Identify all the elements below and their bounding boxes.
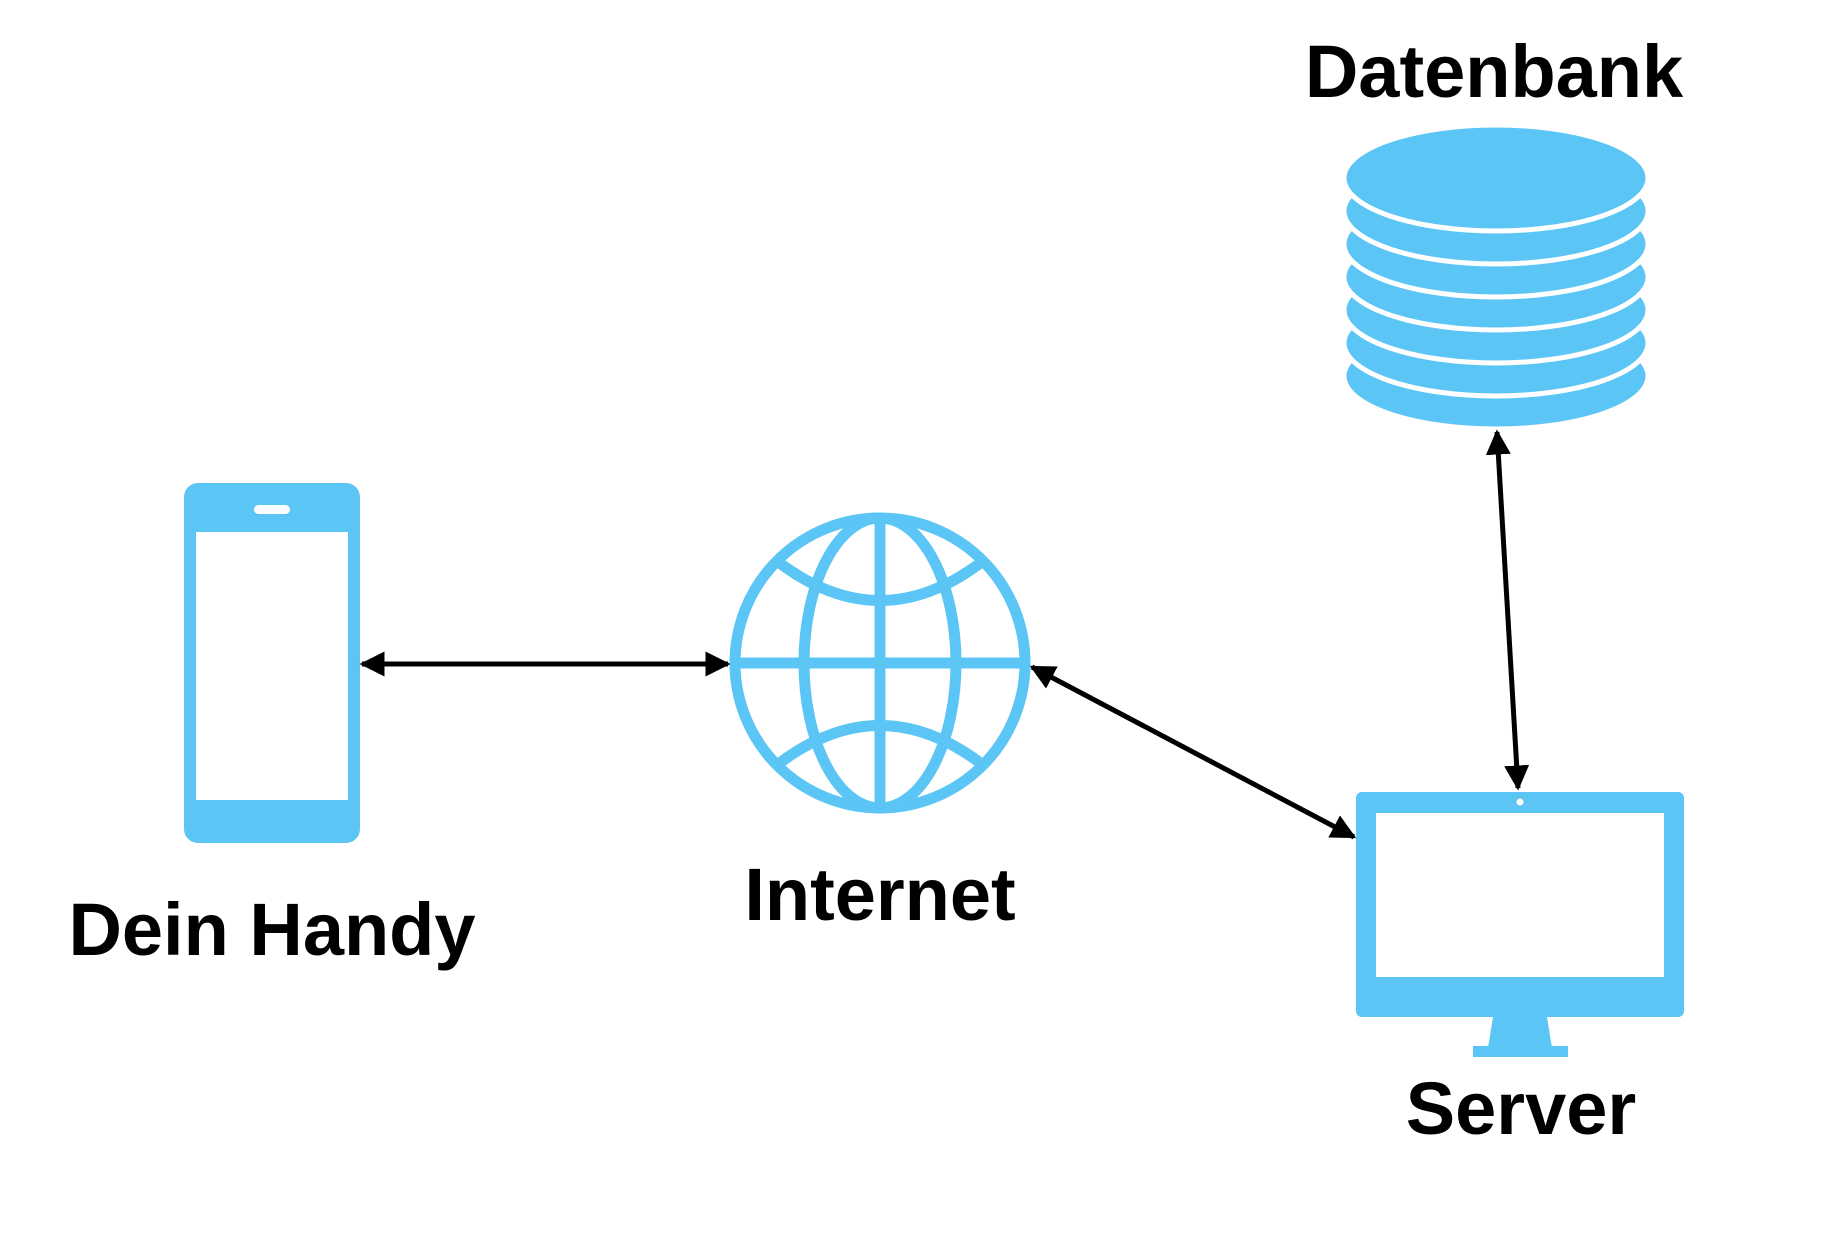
arrow-internet-server xyxy=(1029,664,1357,840)
node-label-internet: Internet xyxy=(744,853,1016,936)
node-label-server: Server xyxy=(1405,1067,1637,1150)
monitor-icon xyxy=(1356,792,1684,1057)
globe-icon xyxy=(729,512,1031,814)
database-icon xyxy=(1341,122,1651,432)
arrow-server-database xyxy=(1485,429,1530,791)
smartphone-icon xyxy=(184,483,360,843)
node-label-phone: Dein Handy xyxy=(68,888,476,971)
node-label-database: Datenbank xyxy=(1304,30,1684,113)
